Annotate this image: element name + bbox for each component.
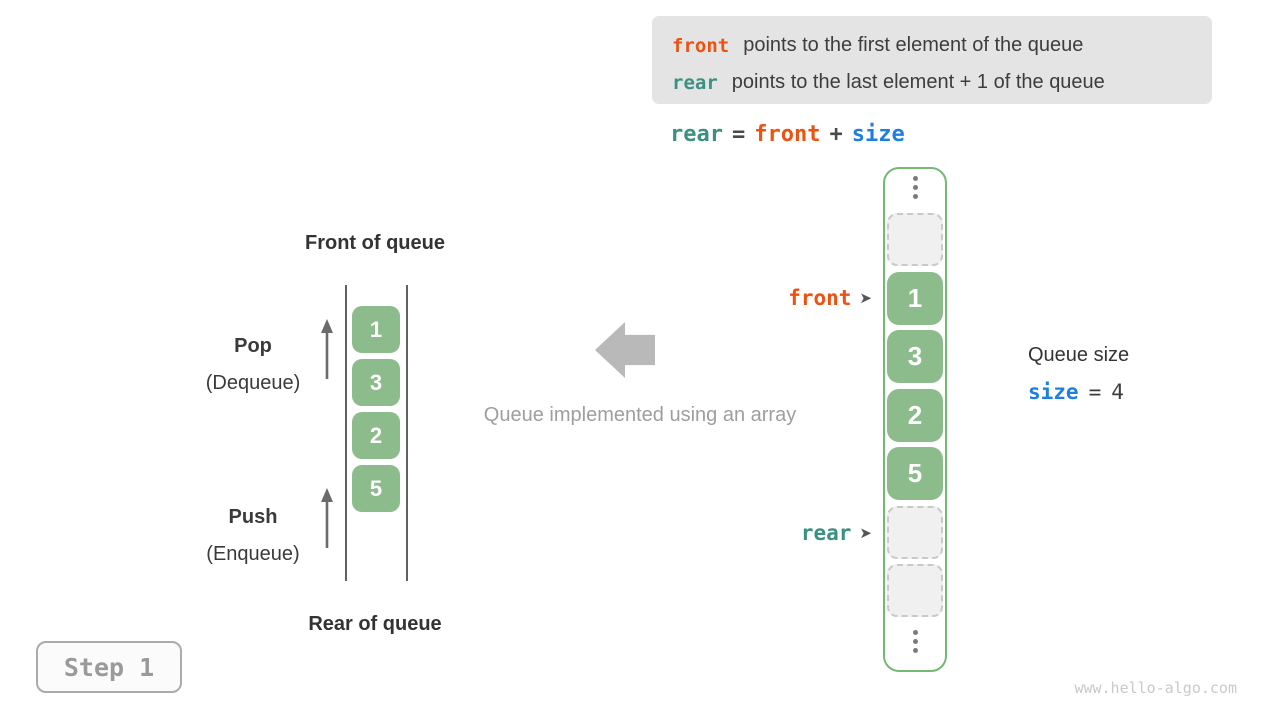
watermark: www.hello-algo.com bbox=[1074, 679, 1237, 697]
array-empty-cell bbox=[887, 564, 943, 617]
left-queue-cell: 1 bbox=[352, 306, 400, 353]
left-queue-cell: 5 bbox=[352, 465, 400, 512]
rear-of-queue-label: Rear of queue bbox=[308, 613, 442, 635]
pop-arrow-icon bbox=[321, 319, 333, 379]
pop-word: Pop bbox=[234, 335, 272, 357]
rear-pointer-label: rear bbox=[800, 521, 852, 545]
rear-pointer: rear ➤ bbox=[696, 521, 872, 545]
formula-equals: = bbox=[731, 122, 746, 147]
queue-wall-left bbox=[345, 285, 347, 581]
queue-wall-right bbox=[406, 285, 408, 581]
legend-front-text: points to the first element of the queue bbox=[743, 34, 1084, 56]
left-queue-cell: 3 bbox=[352, 359, 400, 406]
size-equals: = bbox=[1088, 380, 1102, 404]
formula-size: size bbox=[851, 122, 905, 147]
ellipsis-bottom-icon bbox=[909, 628, 921, 655]
enqueue-label: (Enqueue) bbox=[206, 543, 300, 565]
front-pointer: front ➤ bbox=[696, 286, 872, 310]
legend-rear-text: points to the last element + 1 of the qu… bbox=[731, 71, 1105, 93]
array-cell: 1 bbox=[887, 272, 943, 325]
step-badge: Step 1 bbox=[36, 641, 182, 693]
formula-plus: + bbox=[829, 122, 843, 147]
array-cell: 2 bbox=[887, 389, 943, 442]
pointer-arrowhead-icon: ➤ bbox=[859, 524, 872, 542]
size-token: size bbox=[1028, 380, 1079, 404]
front-pointer-label: front bbox=[788, 286, 852, 310]
array-empty-cell bbox=[887, 506, 943, 559]
formula: rear = front + size bbox=[670, 122, 914, 147]
array-empty-cell bbox=[887, 213, 943, 266]
array-caption: Queue implemented using an array bbox=[483, 404, 797, 426]
push-arrow-icon bbox=[321, 488, 333, 548]
pop-label: Pop bbox=[178, 335, 328, 358]
array-cell: 5 bbox=[887, 447, 943, 500]
front-of-queue-label: Front of queue bbox=[305, 232, 445, 254]
legend-line-front: front points to the first element of the… bbox=[672, 27, 1192, 64]
legend-line-rear: rear points to the last element + 1 of t… bbox=[672, 64, 1192, 101]
dequeue-label: (Dequeue) bbox=[205, 372, 301, 394]
front-token: front bbox=[672, 34, 730, 57]
left-queue-cell: 2 bbox=[352, 412, 400, 459]
push-label: Push bbox=[178, 506, 328, 529]
pointer-arrowhead-icon: ➤ bbox=[859, 289, 872, 307]
ellipsis-top-icon bbox=[909, 174, 921, 201]
queue-size-value: size = 4 bbox=[1028, 380, 1134, 404]
left-block-arrow-icon bbox=[595, 322, 655, 378]
formula-rear: rear bbox=[670, 122, 723, 147]
array-cell: 3 bbox=[887, 330, 943, 383]
rear-token: rear bbox=[672, 71, 718, 94]
push-word: Push bbox=[228, 506, 278, 528]
size-number: 4 bbox=[1111, 380, 1124, 404]
legend-box: front points to the first element of the… bbox=[652, 16, 1212, 104]
formula-front: front bbox=[754, 122, 821, 147]
queue-size-label: Queue size bbox=[1028, 344, 1130, 366]
